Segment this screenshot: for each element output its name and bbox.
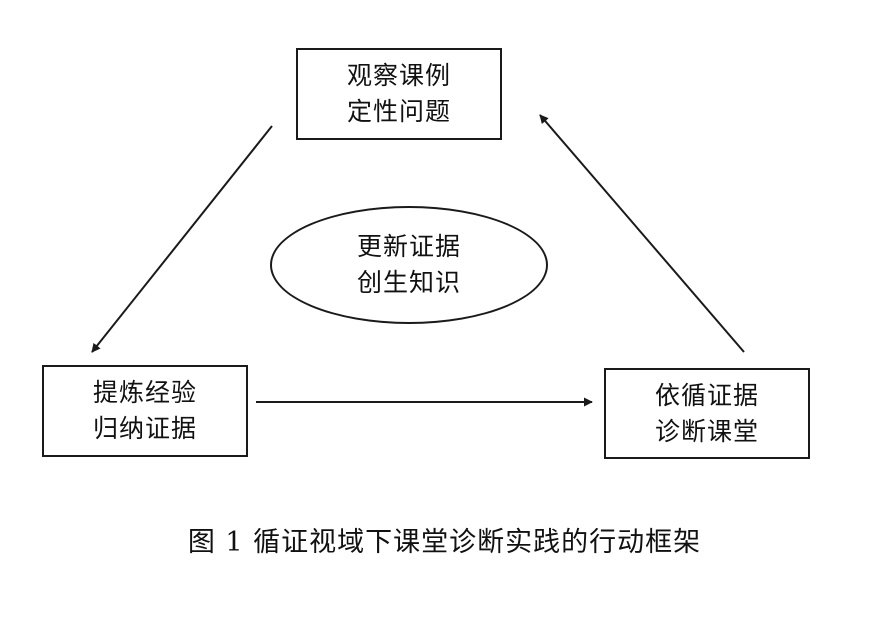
node-follow-evidence: 依循证据 诊断课堂 [604, 368, 810, 459]
arrow-top-to-left [91, 125, 273, 353]
node-right-line1: 依循证据 [654, 380, 759, 410]
center-ellipse: 更新证据 创生知识 [270, 206, 548, 324]
node-left-line1: 提炼经验 [92, 378, 197, 407]
node-top-line1: 观察课例 [346, 61, 451, 90]
center-line2: 创生知识 [356, 268, 461, 297]
node-observe-cases: 观察课例 定性问题 [296, 48, 502, 140]
center-line1: 更新证据 [356, 232, 461, 261]
node-top-line2: 定性问题 [346, 97, 451, 126]
arrow-right-to-top [539, 114, 745, 353]
node-refine-experience: 提炼经验 归纳证据 [42, 365, 248, 457]
node-left-line2: 归纳证据 [92, 414, 197, 443]
figure-caption: 图 1 循证视域下课堂诊断实践的行动框架 [187, 527, 702, 558]
node-right-line2: 诊断课堂 [654, 416, 759, 446]
